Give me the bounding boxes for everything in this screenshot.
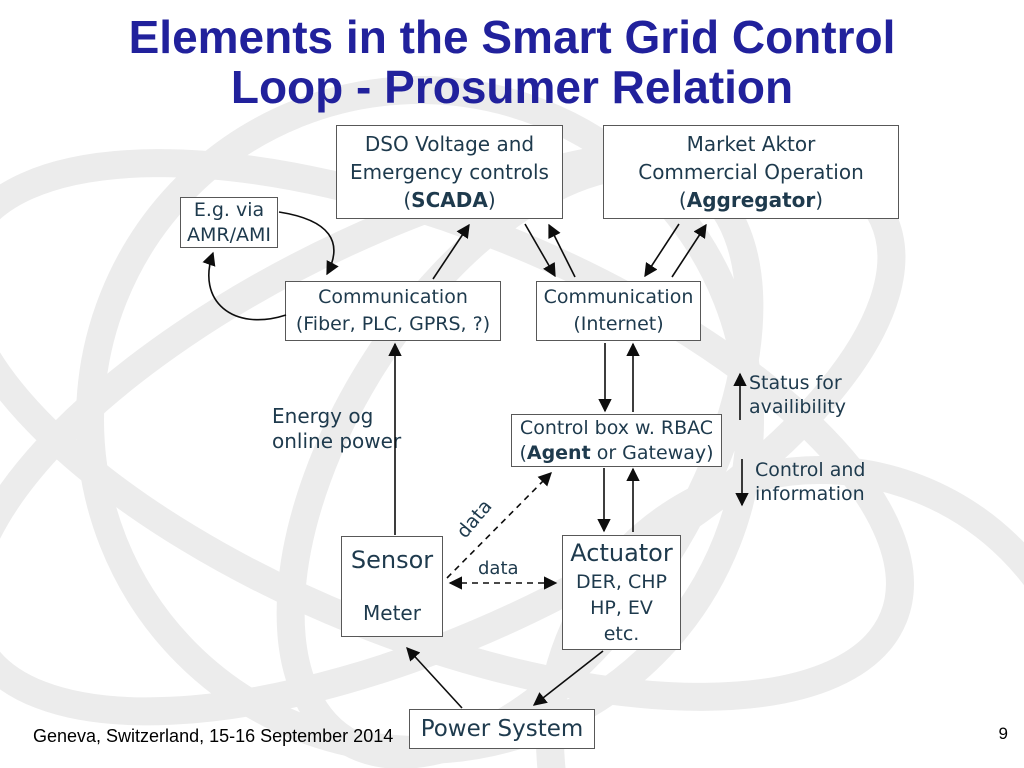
- dso-bold-term: SCADA: [411, 188, 488, 212]
- actuator-box: Actuator DER, CHP HP, EV etc.: [562, 535, 681, 650]
- slide-title-line2: Loop - Prosumer Relation: [230, 61, 794, 113]
- communication-fiber-box: Communication (Fiber, PLC, GPRS, ?): [285, 281, 501, 341]
- dso-scada-box: DSO Voltage and Emergency controls (SCAD…: [336, 125, 563, 219]
- dso-line1: DSO Voltage and: [364, 132, 535, 156]
- amr-ami-note-box: E.g. via AMR/AMI: [180, 197, 278, 248]
- sensor-subtitle: Meter: [363, 601, 421, 625]
- comm-internet-line1: Communication: [543, 286, 694, 308]
- comm-fiber-line2: (Fiber, PLC, GPRS, ?): [295, 313, 491, 335]
- control-line1: Control box w. RBAC: [519, 416, 714, 439]
- actuator-line2: DER, CHP: [576, 571, 667, 593]
- amr-line1: E.g. via: [193, 198, 265, 221]
- comm-fiber-line1: Communication: [318, 286, 468, 308]
- market-aggregator-box: Market Aktor Commercial Operation (Aggre…: [603, 125, 899, 219]
- sensor-title: Sensor: [350, 546, 434, 574]
- dso-line2: Emergency controls: [350, 160, 549, 184]
- status-availability-label: Status for availibility: [749, 372, 846, 418]
- power-system-label: Power System: [420, 716, 584, 742]
- market-line3: (Aggregator): [678, 188, 824, 212]
- power-system-box: Power System: [409, 709, 595, 749]
- market-line1: Market Aktor: [686, 132, 816, 156]
- actuator-line3: HP, EV: [590, 597, 653, 619]
- page-number: 9: [998, 724, 1008, 743]
- market-bold-term: Aggregator: [686, 188, 816, 212]
- control-information-label: Control and information: [755, 459, 866, 505]
- energy-online-power-label: Energy og online power: [272, 404, 402, 453]
- footer-venue: Geneva, Switzerland, 15-16 September 201…: [33, 726, 394, 746]
- data-horizontal-label: data: [478, 558, 519, 579]
- actuator-line4: etc.: [603, 623, 640, 645]
- actuator-title: Actuator: [570, 539, 673, 567]
- comm-internet-line2: (Internet): [573, 313, 664, 335]
- control-box-rbac: Control box w. RBAC (Agent or Gateway): [511, 414, 722, 467]
- slide-title-line1: Elements in the Smart Grid Control: [128, 11, 896, 63]
- sensor-box: Sensor Meter: [341, 536, 443, 637]
- communication-internet-box: Communication (Internet): [536, 281, 701, 341]
- amr-line2: AMR/AMI: [187, 223, 271, 246]
- control-bold-term: Agent: [526, 441, 591, 464]
- market-line2: Commercial Operation: [638, 160, 864, 184]
- control-line2: (Agent or Gateway): [519, 441, 714, 464]
- dso-line3: (SCADA): [403, 188, 496, 212]
- slide-title: Elements in the Smart Grid Control Loop …: [0, 12, 1024, 112]
